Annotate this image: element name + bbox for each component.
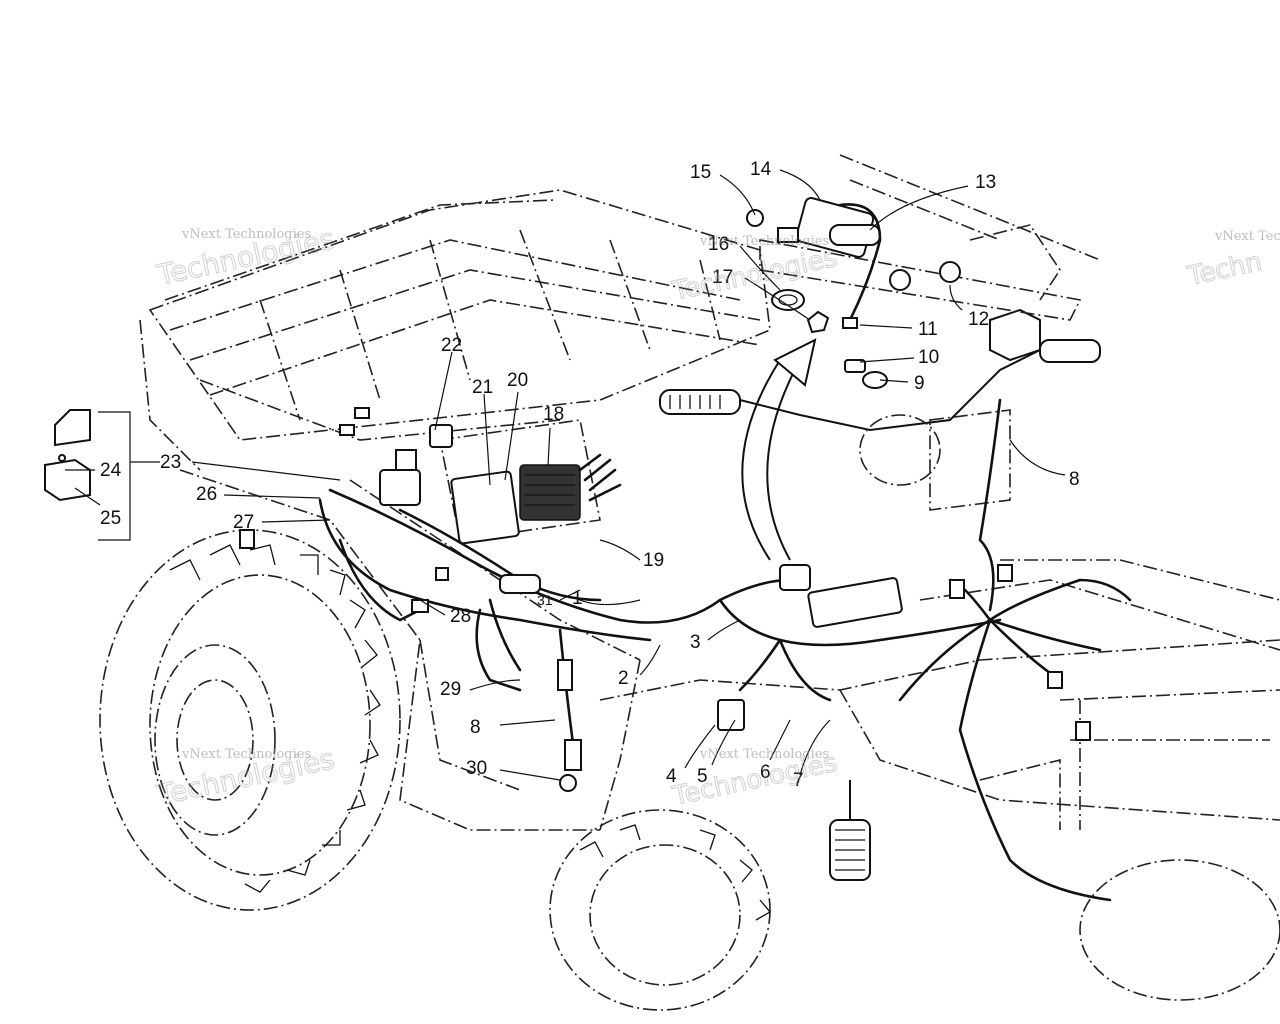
callout-13: 13	[975, 172, 996, 193]
callout-28: 28	[450, 606, 471, 627]
callout-9: 9	[914, 373, 925, 394]
electrical-components	[339, 407, 622, 545]
callout-31: 31	[537, 592, 553, 608]
accessory-panel	[746, 154, 1101, 389]
callout-3: 3	[690, 632, 701, 653]
callout-25: 25	[100, 508, 121, 529]
callout-20: 20	[507, 370, 528, 391]
callout-26: 26	[196, 484, 217, 505]
watermark-text-5: vNext Technologies	[699, 747, 829, 762]
watermark-text-3: vNext Technologies	[1214, 229, 1280, 244]
callout-12: 12	[968, 309, 989, 330]
callout-6: 6	[760, 762, 771, 783]
callout-18: 18	[543, 404, 564, 425]
callout-17: 17	[712, 267, 733, 288]
callout-7: 7	[793, 770, 804, 791]
callout-15: 15	[690, 162, 711, 183]
callout-30: 30	[466, 758, 487, 779]
watermark-text-1: vNext Technologies	[181, 227, 311, 242]
direction-arrow	[741, 338, 817, 561]
callout-10: 10	[918, 347, 939, 368]
rear-tire	[99, 529, 401, 911]
callout-1: 1	[572, 588, 583, 609]
callout-21: 21	[472, 377, 493, 398]
callout-labels: 1 2 3 4 5 6 7 8 8 9 10 11 12 13 14 15 16…	[100, 159, 1080, 791]
svg-text:Technologies: Technologies	[669, 243, 840, 307]
leader-lines	[191, 169, 1066, 781]
callout-11: 11	[918, 319, 938, 340]
svg-text:Techn: Techn	[1184, 247, 1264, 292]
callout-8-right: 8	[1069, 469, 1080, 490]
front-tire	[549, 809, 1280, 1011]
callout-2: 2	[618, 668, 629, 689]
watermark-text-4: vNext Technologies	[181, 747, 311, 762]
callout-29: 29	[440, 679, 461, 700]
callout-22: 22	[441, 335, 462, 356]
callout-16: 16	[708, 234, 729, 255]
relay-detail	[44, 409, 160, 541]
front-shock	[829, 780, 871, 881]
callout-14: 14	[750, 159, 772, 180]
callout-27: 27	[233, 512, 254, 533]
callout-4: 4	[666, 766, 677, 787]
callout-8-left: 8	[470, 717, 481, 738]
callout-24: 24	[100, 460, 122, 481]
wiring-harness	[239, 398, 1132, 902]
callout-23: 23	[160, 452, 181, 473]
callout-19: 19	[643, 550, 664, 571]
rear-rack	[139, 189, 771, 471]
watermark-text-2: vNext Technologies	[699, 234, 829, 249]
handlebar	[659, 308, 1101, 511]
callout-5: 5	[697, 766, 708, 787]
